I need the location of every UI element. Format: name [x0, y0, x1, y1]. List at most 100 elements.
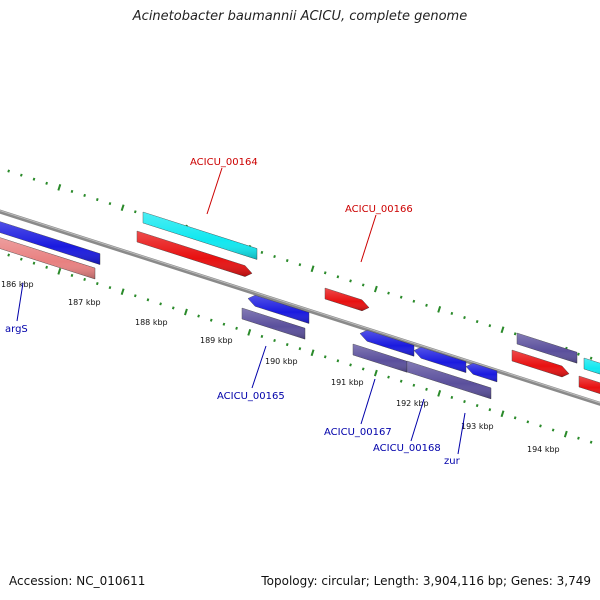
- outer-ruler-major-tick: [57, 183, 62, 191]
- tick-label-190: 190 kbp: [265, 357, 298, 366]
- gene-labels: argS ACICU_00164 ACICU_00166 ACICU_00165…: [5, 157, 461, 467]
- outer-ruler-minor-tick: [95, 198, 99, 202]
- outer-ruler-minor-tick: [412, 299, 416, 303]
- inner-ruler-minor-tick: [589, 440, 593, 444]
- inner-ruler-minor-tick: [475, 404, 479, 408]
- leader-zur: [457, 412, 466, 455]
- cds-red-right-1-shading: [512, 350, 569, 378]
- outer-ruler-minor-tick: [83, 193, 86, 198]
- gene-label-argS[interactable]: argS: [5, 324, 28, 335]
- cds-cyan-right-edge-shading: [584, 358, 600, 375]
- outer-ruler-minor-tick: [70, 189, 74, 193]
- leader-acicu-00164: [206, 167, 223, 215]
- cds-blue-acicu-00168-shading: [414, 347, 466, 373]
- inner-ruler-minor-tick: [285, 343, 289, 347]
- cds-blue-acicu-00167-shading: [360, 330, 414, 357]
- outer-ruler-minor-tick: [298, 263, 302, 267]
- inner-ruler-minor-tick: [235, 326, 238, 330]
- gene-label-acicu-00164[interactable]: ACICU_00164: [190, 157, 258, 168]
- inner-ruler-minor-tick: [450, 395, 454, 400]
- tick-label-187: 187 kbp: [68, 298, 101, 307]
- inner-ruler-minor-tick: [539, 424, 542, 428]
- outer-ruler-minor-tick: [349, 279, 352, 283]
- outer-ruler-minor-tick: [32, 177, 36, 181]
- inner-ruler-minor-tick: [412, 383, 416, 387]
- outer-ruler-minor-tick: [260, 250, 264, 254]
- inner-ruler-minor-tick: [45, 265, 48, 269]
- cds-navy-right-1-shading: [517, 333, 577, 364]
- page-title: Acinetobacter baumannii ACICU, complete …: [132, 9, 468, 24]
- inner-ruler-minor-tick: [387, 375, 390, 379]
- accession-text: Accession: NC_010611: [9, 574, 146, 588]
- leader-acicu-00165: [251, 345, 267, 389]
- genome-backbone: [0, 209, 600, 406]
- cds-features: [0, 211, 600, 400]
- outer-ruler-minor-tick: [285, 259, 289, 263]
- leader-argS: [16, 282, 24, 322]
- inner-ruler-minor-tick: [7, 253, 11, 257]
- tick-labels: 186 kbp 187 kbp 188 kbp 189 kbp 190 kbp …: [1, 280, 560, 454]
- inner-ruler-minor-tick: [298, 347, 302, 351]
- inner-ruler-minor-tick: [399, 379, 403, 383]
- tick-label-188: 188 kbp: [135, 318, 168, 327]
- inner-ruler-minor-tick: [171, 306, 175, 310]
- gene-label-acicu-00168[interactable]: ACICU_00168: [373, 443, 441, 454]
- inner-ruler-minor-tick: [95, 282, 99, 286]
- inner-ruler-minor-tick: [19, 257, 23, 261]
- outer-ruler-minor-tick: [19, 173, 23, 177]
- outer-ruler-minor-tick: [577, 352, 580, 356]
- outer-ruler-minor-tick: [273, 254, 276, 259]
- outer-ruler-major-tick: [310, 265, 315, 273]
- inner-ruler-major-tick: [373, 369, 378, 377]
- cds-navy-acicu-00165-shading: [242, 308, 305, 340]
- tick-label-191: 191 kbp: [331, 378, 364, 387]
- leader-acicu-00168: [410, 398, 425, 442]
- gene-label-acicu-00165[interactable]: ACICU_00165: [217, 391, 285, 402]
- inner-ruler-major-tick: [184, 308, 188, 316]
- cds-red-right-edge-shading: [579, 376, 600, 394]
- tick-label-189: 189 kbp: [200, 336, 233, 345]
- outer-ruler-minor-tick: [589, 356, 593, 360]
- cds-navy-acicu-00167-shading: [353, 344, 407, 373]
- outer-ruler-major-tick: [373, 285, 378, 293]
- cds-cyan-acicu-00164-shading: [143, 212, 257, 260]
- inner-ruler-minor-tick: [133, 294, 137, 298]
- cds-red-acicu-00164-shading: [137, 231, 252, 277]
- inner-ruler-minor-tick: [425, 387, 428, 391]
- inner-ruler-minor-tick: [260, 334, 264, 338]
- outer-ruler-major-tick: [437, 306, 442, 313]
- inner-ruler-minor-tick: [197, 314, 200, 318]
- inner-ruler-major-tick: [563, 430, 568, 438]
- outer-ruler-minor-tick: [45, 181, 48, 185]
- inner-ruler-minor-tick: [32, 261, 36, 265]
- tick-label-186: 186 kbp: [1, 280, 34, 289]
- inner-ruler-minor-tick: [551, 428, 555, 432]
- outer-ruler-minor-tick: [450, 311, 454, 316]
- gene-label-acicu-00167[interactable]: ACICU_00167: [324, 427, 392, 438]
- inner-ruler-major-tick: [310, 349, 315, 357]
- inner-ruler-minor-tick: [146, 298, 150, 302]
- outer-ruler-minor-tick: [463, 315, 466, 320]
- outer-ruler-minor-tick: [425, 303, 428, 307]
- inner-ruler-minor-tick: [526, 420, 530, 424]
- outer-ruler-minor-tick: [361, 283, 365, 287]
- inner-ruler-minor-tick: [336, 359, 340, 363]
- inner-ruler-minor-tick: [577, 436, 580, 440]
- outer-ruler-minor-tick: [7, 169, 11, 173]
- inner-ruler-minor-tick: [83, 277, 86, 282]
- inner-ruler-major-tick: [247, 329, 252, 336]
- inner-ruler-major-tick: [500, 410, 505, 418]
- outer-ruler-minor-tick: [108, 202, 112, 206]
- gene-label-zur[interactable]: zur: [444, 456, 461, 467]
- inner-ruler-minor-tick: [463, 399, 466, 404]
- outer-ruler-major-tick: [120, 204, 125, 212]
- genome-summary-text: Topology: circular; Length: 3,904,116 bp…: [261, 574, 591, 588]
- inner-ruler-major-tick: [120, 288, 125, 296]
- inner-ruler-minor-tick: [349, 363, 352, 367]
- cds-blue-zur-shading: [466, 363, 497, 382]
- gene-label-acicu-00166[interactable]: ACICU_00166: [345, 204, 413, 215]
- inner-ruler-major-tick: [437, 390, 442, 397]
- inner-ruler-minor-tick: [159, 302, 162, 306]
- inner-ruler-minor-tick: [273, 338, 276, 343]
- tick-label-192: 192 kbp: [396, 399, 429, 408]
